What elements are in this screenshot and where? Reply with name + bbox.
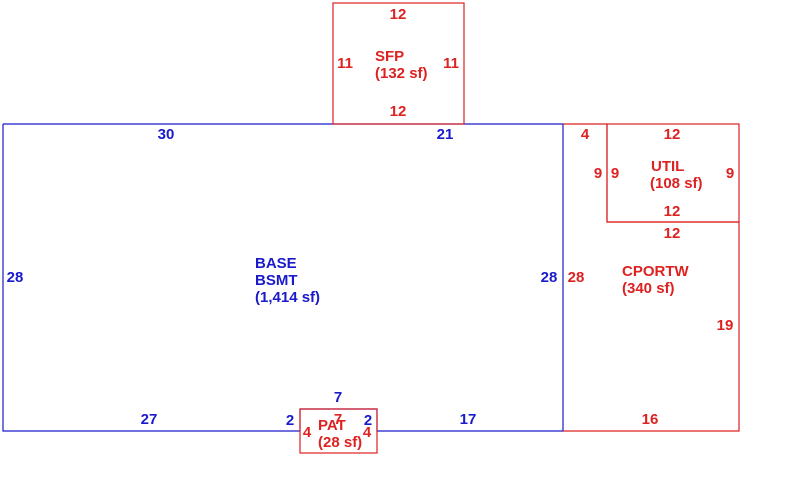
dim-pat-top: 7 <box>334 411 342 428</box>
dim-cportw-top-gap: 4 <box>581 126 590 143</box>
dim-base-left: 28 <box>7 269 24 286</box>
dim-util-top: 12 <box>664 126 681 143</box>
dim-pat-right: 4 <box>363 424 372 441</box>
pat-label: PAT <box>318 417 346 434</box>
dim-base-notch-left: 2 <box>286 412 294 429</box>
sfp-area-label: (132 sf) <box>375 65 428 82</box>
dim-cportw-left: 28 <box>568 269 585 286</box>
cportw-outline <box>563 123 740 432</box>
dim-util-left: 9 <box>611 165 619 182</box>
dim-util-bottom: 12 <box>664 203 681 220</box>
sfp-label: SFP <box>375 48 404 65</box>
dim-base-top-left: 30 <box>158 126 175 143</box>
util-area-label: (108 sf) <box>650 175 703 192</box>
dim-cportw-util-bottom: 12 <box>664 225 681 242</box>
dim-base-right: 28 <box>541 269 558 286</box>
dim-cportw-right: 19 <box>717 317 734 334</box>
base-label-line1: BASE <box>255 255 297 272</box>
dim-base-bottom-left: 27 <box>141 411 158 428</box>
dim-base-notch-right: 2 <box>364 412 372 429</box>
dim-sfp-top: 12 <box>390 6 407 23</box>
pat-area-label: (28 sf) <box>318 434 362 451</box>
pat-outline <box>299 408 378 454</box>
dim-cportw-left-upper: 9 <box>594 165 602 182</box>
sfp-outline <box>332 2 465 125</box>
dim-sfp-bottom: 12 <box>390 103 407 120</box>
dim-cportw-bottom: 16 <box>642 411 659 428</box>
base-area-label: (1,414 sf) <box>255 289 320 306</box>
dim-base-bottom-right: 17 <box>460 411 477 428</box>
dim-sfp-left: 11 <box>337 55 353 72</box>
dim-util-right: 9 <box>726 165 734 182</box>
dim-pat-left: 4 <box>303 424 312 441</box>
dim-sfp-right: 11 <box>443 55 459 72</box>
util-label: UTIL <box>651 158 684 175</box>
cportw-label: CPORTW <box>622 263 690 280</box>
cportw-area-label: (340 sf) <box>622 280 675 297</box>
dim-base-top-right: 21 <box>437 126 454 143</box>
base-label-line2: BSMT <box>255 272 298 289</box>
dim-base-notch-top: 7 <box>334 389 342 406</box>
